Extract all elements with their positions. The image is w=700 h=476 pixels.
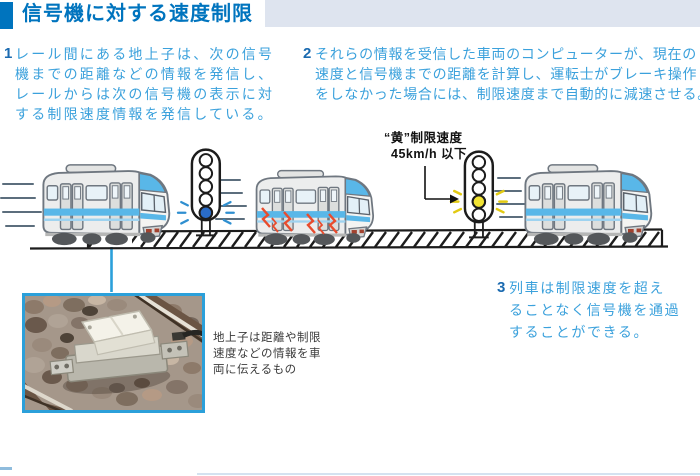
step-1-line: 機までの距離などの情報を発信し、 (15, 66, 275, 82)
ground-coil-device (49, 310, 205, 395)
ground-line (29, 245, 669, 250)
step-2-number: 2 (303, 45, 312, 62)
signal-speed-label-line2: 45km/h 以下 (391, 147, 468, 161)
train-1 (42, 163, 171, 247)
signal-1 (176, 148, 235, 237)
motion-lines (0, 177, 526, 227)
step-2-line: をしなかった場合には、制限速度まで自動的に減速させる。 (315, 86, 700, 102)
signal-2 (449, 150, 508, 239)
photo-caption-line: 両に伝えるもの (213, 364, 297, 376)
step-2-line: それらの情報を受信した車両のコンピューターが、現在の (315, 46, 697, 62)
header-accent-bar (265, 0, 700, 27)
step-3-line: 列車は制限速度を超え (509, 280, 665, 296)
ground-coil-photo (22, 293, 205, 413)
signal-speed-label: “黄”制限速度 45km/h 以下 (384, 130, 494, 162)
step-3-line: することができる。 (509, 324, 650, 340)
page-edge-accent-left (0, 467, 12, 470)
step-1-line: レール間にある地上子は、次の信号 (15, 46, 275, 62)
photo-caption-line: 速度などの情報を車 (213, 348, 321, 360)
signal-2-yellow-light (471, 194, 487, 209)
signal-1-glow (176, 200, 235, 225)
photo-caption: 地上子は距離や制限 速度などの情報を車 両に伝えるもの (213, 330, 321, 378)
label-leader-arrow (424, 166, 459, 204)
step-1-number: 1 (4, 45, 13, 62)
page-edge-rule (197, 473, 700, 475)
signal-speed-label-line1: “黄”制限速度 (384, 131, 463, 145)
title-marker (0, 2, 13, 29)
step-1: 1 レール間にある地上子は、次の信号 機までの距離などの情報を発信し、 レールか… (4, 44, 274, 124)
train-2 (255, 169, 375, 246)
step-1-line: する制限速度情報を発信している。 (15, 106, 274, 122)
brake-marks (261, 207, 338, 235)
step-3-line: ることなく信号機を通過 (509, 302, 681, 318)
step-3-number: 3 (497, 279, 506, 296)
page-title: 信号機に対する速度制限 (22, 3, 253, 25)
photo-caption-line: 地上子は距離や制限 (213, 332, 321, 344)
step-2-line: 速度と信号機までの距離を計算し、運転士がブレーキ操作 (315, 66, 698, 82)
step-2: 2 それらの情報を受信した車両のコンピューターが、現在の 速度と信号機までの距離… (303, 44, 700, 104)
signal-1-blue-light (198, 205, 214, 220)
train-3 (524, 163, 653, 247)
train-diagram (0, 148, 669, 292)
photo-border (22, 293, 205, 413)
step-3: 3 列車は制限速度を超え ることなく信号機を通過 することができる。 (497, 277, 680, 343)
step-1-line: レールからは次の信号機の表示に対 (15, 86, 275, 102)
